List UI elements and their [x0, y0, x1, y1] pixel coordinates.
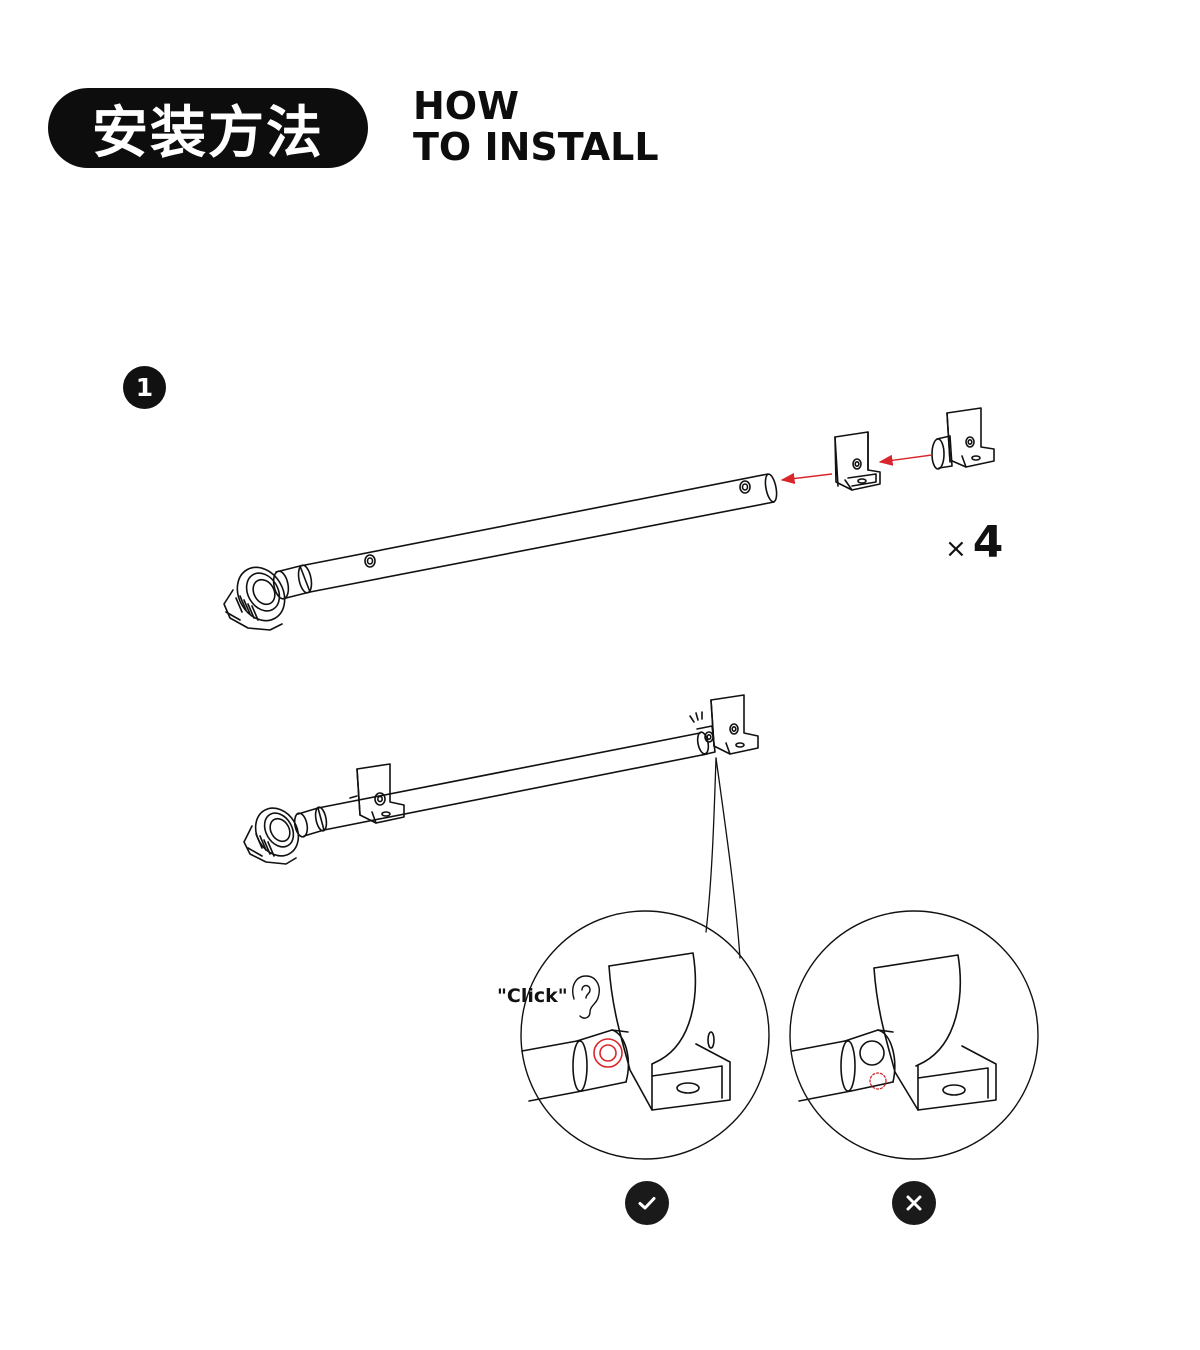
lower-pole — [293, 731, 710, 838]
lower-bracket-right — [689, 694, 759, 756]
lower-swivel-foot — [243, 807, 300, 865]
arrow-to-bracket — [878, 454, 933, 466]
correct-badge — [625, 1181, 669, 1225]
upper-swivel-foot — [223, 566, 286, 631]
quantity-value: 4 — [972, 517, 1004, 568]
lower-bracket-left — [349, 763, 405, 824]
quantity-prefix: × — [945, 534, 967, 564]
check-icon — [638, 1197, 656, 1210]
ear-icon — [572, 975, 600, 1019]
step-number-badge: 1 — [123, 366, 166, 409]
quantity-indicator: × 4 — [945, 517, 1003, 568]
title-cn: 安装方法 — [92, 100, 324, 166]
arrow-to-pole — [780, 472, 833, 485]
upper-pole — [272, 473, 778, 600]
detail-circle-incorrect — [789, 910, 1039, 1160]
unaligned-hole-highlight — [869, 1072, 887, 1090]
bracket-part-b — [931, 407, 995, 470]
incorrect-badge — [892, 1181, 936, 1225]
bracket-part-a — [834, 431, 881, 491]
x-icon — [906, 1195, 922, 1211]
click-sound-label: "Click" — [497, 985, 568, 1007]
title-en-line2: TO INSTALL — [413, 125, 659, 169]
engaged-button-highlight — [593, 1038, 623, 1068]
title-cn-pill: 安装方法 — [48, 88, 368, 168]
title-en-line1: HOW — [413, 84, 520, 128]
title-en: HOW TO INSTALL — [413, 86, 659, 168]
callout-lines — [705, 757, 741, 959]
detail-circle-correct — [520, 910, 770, 1160]
step-number: 1 — [135, 373, 154, 402]
assembly-arrows — [780, 454, 933, 485]
